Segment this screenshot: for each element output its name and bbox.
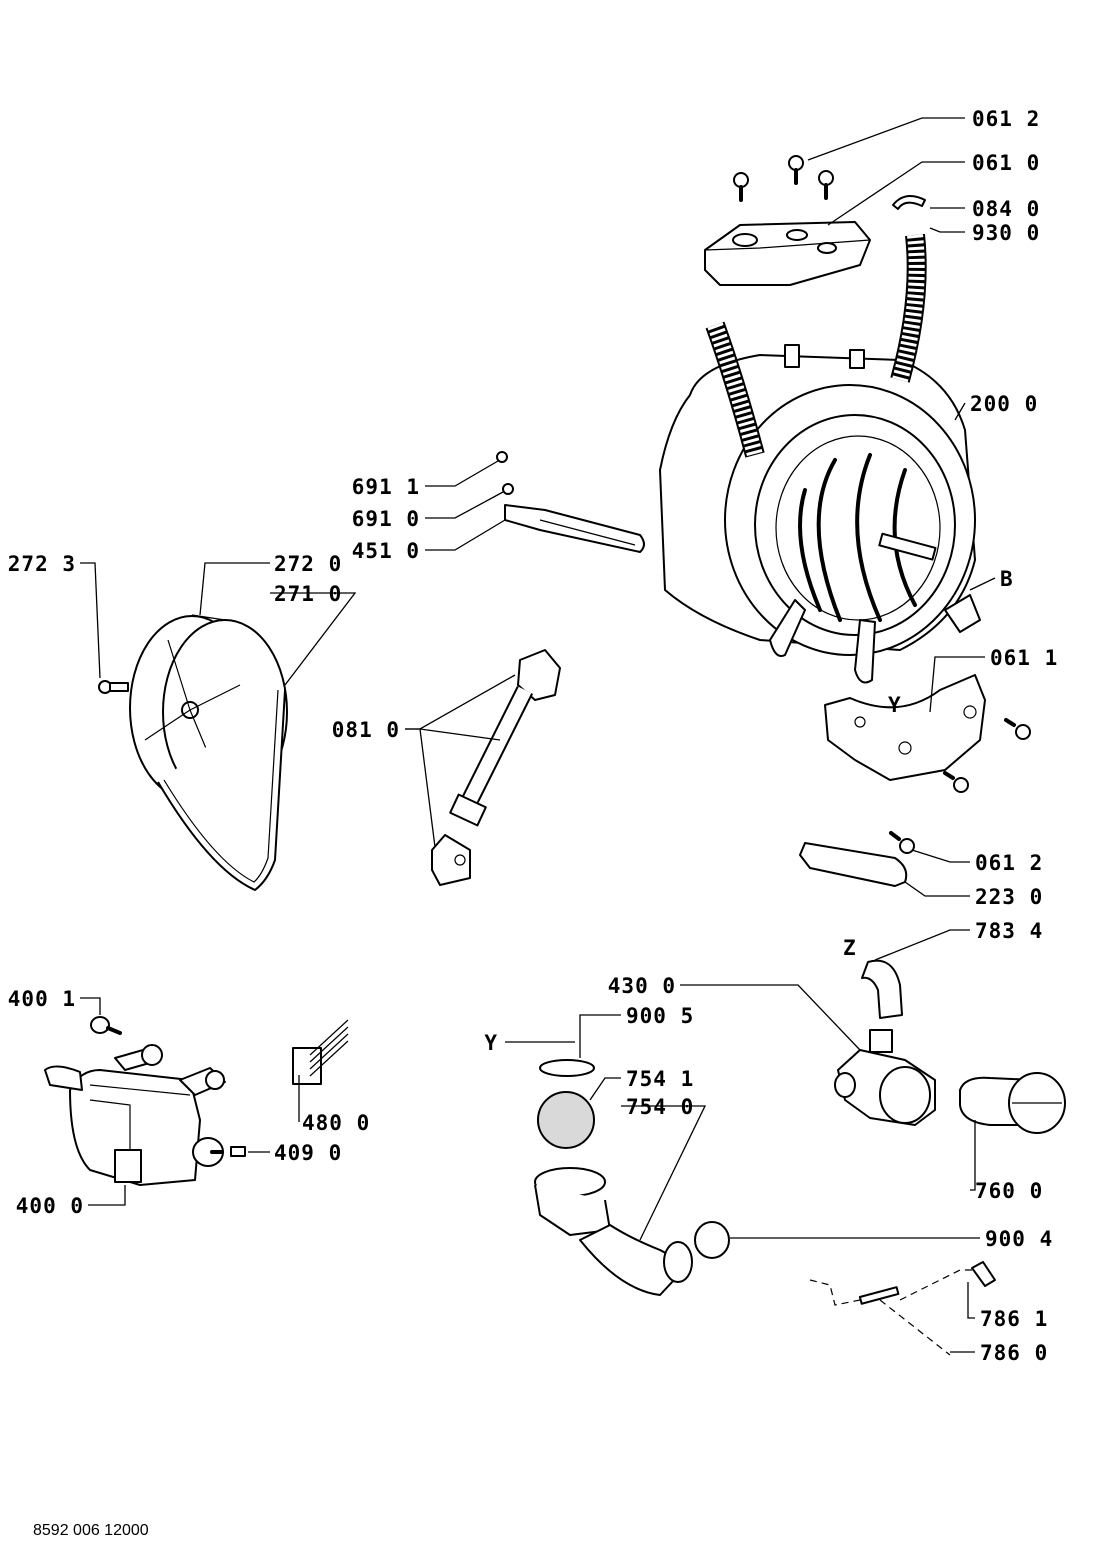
document-number: 8592 006 12000 <box>33 1522 149 1539</box>
leader-lines <box>80 117 996 1353</box>
shock-absorber <box>431 649 561 886</box>
drum-pulley <box>129 614 288 891</box>
label-081-0: 081 0 <box>332 718 400 742</box>
motor-knob <box>90 1016 122 1035</box>
label-Z: Z <box>843 936 857 960</box>
sump-parts <box>537 1059 595 1149</box>
label-691-1: 691 1 <box>352 475 420 499</box>
label-400-0: 400 0 <box>16 1194 84 1218</box>
hose-clamp <box>694 1221 730 1259</box>
label-061-2-bottom: 061 2 <box>975 851 1043 875</box>
handle-223 <box>799 842 908 887</box>
label-783-4: 783 4 <box>975 919 1043 943</box>
pulley-bolt <box>98 680 129 694</box>
label-B: B <box>1000 567 1014 591</box>
screws-top <box>733 155 834 202</box>
label-Y-tub: Y <box>888 693 902 717</box>
ball-valve <box>537 1091 595 1149</box>
label-061-1: 061 1 <box>990 646 1058 670</box>
label-786-0: 786 0 <box>980 1341 1048 1365</box>
label-754-0: 754 0 <box>626 1095 694 1119</box>
hose-930 <box>705 233 927 458</box>
clip-084 <box>892 195 926 210</box>
counterweight-bottom <box>824 674 986 781</box>
label-786-1: 786 1 <box>980 1307 1048 1331</box>
wiring-connector <box>292 1019 349 1085</box>
counterweight-top <box>704 221 871 286</box>
label-061-2-top: 061 2 <box>972 107 1040 131</box>
cable-harness <box>809 1261 996 1356</box>
label-760-0: 760 0 <box>975 1179 1043 1203</box>
label-223-0: 223 0 <box>975 885 1043 909</box>
carbon-brush <box>230 1146 246 1157</box>
label-272-3: 272 3 <box>8 552 76 576</box>
label-451-0: 451 0 <box>352 539 420 563</box>
label-Y-sump: Y <box>484 1031 498 1055</box>
drain-pump <box>834 1029 936 1126</box>
label-691-0: 691 0 <box>352 507 420 531</box>
label-900-5: 900 5 <box>626 1004 694 1028</box>
label-272-0: 272 0 <box>274 552 342 576</box>
label-430-0: 430 0 <box>608 974 676 998</box>
label-271-0: 271 0 <box>274 582 342 606</box>
tub-assembly <box>659 344 981 684</box>
label-480-0: 480 0 <box>302 1111 370 1135</box>
pump-filter <box>959 1072 1066 1134</box>
motor <box>44 1044 226 1186</box>
label-930-0: 930 0 <box>972 221 1040 245</box>
sump-hose <box>534 1167 693 1296</box>
label-754-1: 754 1 <box>626 1067 694 1091</box>
label-200-0: 200 0 <box>970 392 1038 416</box>
label-084-0: 084 0 <box>972 197 1040 221</box>
elbow-hose <box>861 959 903 1019</box>
heater-element <box>496 451 645 553</box>
label-061-0: 061 0 <box>972 151 1040 175</box>
label-400-1: 400 1 <box>8 987 76 1011</box>
label-409-0: 409 0 <box>274 1141 342 1165</box>
screws-bottom <box>889 718 1031 854</box>
label-900-4: 900 4 <box>985 1227 1053 1251</box>
